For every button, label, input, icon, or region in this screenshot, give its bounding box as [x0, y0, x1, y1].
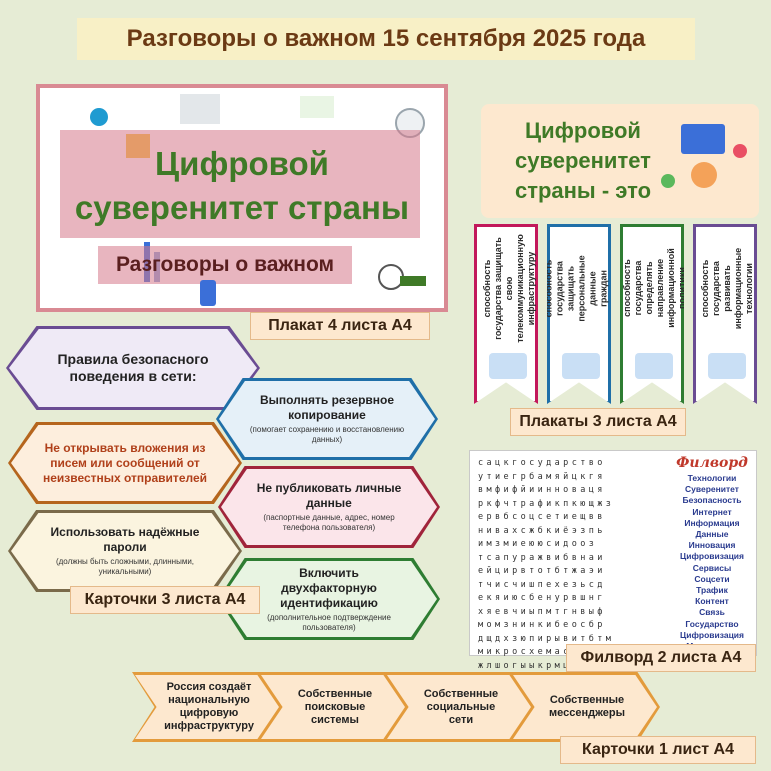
filword-word: Технологии: [687, 473, 737, 483]
filword-word: Информация: [684, 517, 740, 528]
poster-subheading: Разговоры о важном: [98, 246, 352, 284]
filword-word: Данные: [695, 529, 729, 540]
laptop-icon: [708, 353, 746, 379]
filword-row: екяиюсбенурвшнг: [478, 593, 606, 603]
filword-row: дщдхзюпирывитбтм: [478, 633, 615, 644]
rule-card-sub: (должны быть сложными, длинными, уникаль…: [55, 557, 195, 576]
filword-row: имзмиеююсидооз: [478, 539, 598, 549]
flags-size-label: Плакаты 3 листа А4: [510, 408, 686, 436]
filword-row: сацкгосударство: [478, 458, 606, 468]
filword-word: Цифровизация: [680, 551, 744, 562]
computer-icon: [562, 353, 600, 379]
filword-row: микросхемасвьва: [478, 647, 606, 657]
poster-preview: Цифровой суверенитет страны Разговоры о …: [36, 84, 448, 312]
rule-card-backup: Выполнять резервное копирование (помогае…: [219, 381, 435, 457]
poster-heading-line2: суверенитет страны: [74, 189, 410, 226]
filword-word: Инновация: [688, 540, 736, 551]
bottom-card-messengers: Собственные мессенджеры: [510, 672, 660, 742]
rules-size-label: Карточки 3 листа А4: [70, 586, 260, 614]
rule-card-personal-data: Не публиковать личные данные (паспортные…: [221, 469, 437, 545]
flag-telecom: способность государства защищать свою те…: [474, 224, 538, 404]
filword-row: ейцирвтотбтжаэи: [478, 566, 606, 576]
bottom-card-text: Россия создаёт национальную цифровую инф…: [135, 675, 279, 739]
filword-row: нивахсжбкиёэзпь: [478, 525, 606, 536]
filword-row: тсапуражвибвнаи: [478, 552, 606, 563]
flag-text: способность государства защищать персона…: [543, 254, 620, 322]
definition-line2: суверенитет: [515, 148, 651, 173]
rule-card-main: Не открывать вложения из писем или сообщ…: [42, 440, 208, 485]
rule-card-main: Выполнять резервное копирование: [259, 393, 395, 422]
filword-row: ервбсоцсетиещвв: [478, 512, 606, 522]
filword-sheet: сацкгосударство утиегрбамяйцкгя вмфифйиинн…: [469, 450, 757, 698]
phone-icon: [200, 280, 216, 306]
filword-word: Трафик: [696, 585, 728, 596]
definition-line3: страны - это: [514, 178, 652, 203]
battery-icon: [400, 276, 426, 286]
rule-card-passwords: Использовать надёжные пароли (должны быт…: [11, 513, 239, 589]
flag-info-policy: способность государства определять напра…: [620, 224, 684, 404]
filword-row: хяевчиыпмтгнвыф: [478, 606, 606, 617]
filword-row: утиегрбамяйцкгя: [478, 471, 606, 482]
bottom-card-text: Собственные поисковые системы: [261, 675, 405, 739]
filword-word: Безопасность: [682, 495, 742, 506]
filword-row: тчисчишпехезьсд: [478, 579, 606, 590]
flag-it-development: способность государства развивать информ…: [693, 224, 757, 404]
cloud-icon: [300, 96, 334, 118]
rule-card-sub: (помогает сохранению и восстановлению да…: [249, 425, 405, 444]
rule-card-main: Не публиковать личные данные: [256, 481, 402, 510]
filword-row: ркфчтрафикпкющжз: [478, 498, 615, 509]
filword-row: момзнинкибеосбр: [478, 620, 606, 630]
definition-line1: Цифровой: [525, 118, 641, 143]
filword-word: Государство: [685, 618, 739, 629]
bottom-size-label: Карточки 1 лист А4: [560, 736, 756, 764]
filword-row: вмфифйиинноваця: [478, 485, 606, 495]
poster-heading-band: [60, 130, 420, 238]
rule-card-sub: (дополнительное подтверждение пользовате…: [267, 612, 391, 632]
document-icon: [180, 94, 220, 124]
filword-word: Суверенитет: [685, 484, 739, 495]
filword-word: Интернет: [692, 506, 732, 517]
rule-card-sub: (паспортные данные, адрес, номер телефон…: [263, 513, 395, 532]
flag-text: способность государства определять напра…: [622, 248, 688, 328]
bottom-card-social: Собственные социальные сети: [384, 672, 534, 742]
flag-text: способность государства развивать информ…: [700, 247, 755, 329]
globe-icon: [489, 353, 527, 379]
clock-icon: [378, 264, 404, 290]
filword-title: Филворд: [676, 455, 748, 471]
bottom-card-search: Собственные поисковые системы: [258, 672, 408, 742]
filword-word: Сервисы: [692, 562, 732, 573]
bottom-card-infrastructure: Россия создаёт национальную цифровую инф…: [132, 672, 282, 742]
page-title: Разговоры о важном 15 сентября 2025 года: [77, 18, 695, 60]
filword-size-label: Филворд 2 листа А4: [566, 644, 756, 672]
filword-word: Контент: [695, 596, 729, 607]
rule-card-main: Включить двухфакторную идентификацию: [280, 565, 378, 610]
definition-text: Цифровой суверенитет страны - это: [503, 116, 663, 206]
poster-size-label: Плакат 4 листа А4: [250, 312, 430, 340]
filword-word: Цифровизация: [680, 629, 744, 640]
node-icon: [733, 144, 747, 158]
globe-icon: [635, 353, 673, 379]
rules-heading-text: Правила безопасного поведения в сети:: [57, 351, 209, 384]
node-icon: [661, 174, 675, 188]
network-icon: [691, 162, 717, 188]
bottom-card-text: Собственные мессенджеры: [513, 675, 657, 739]
flag-text: способность государства защищать свою те…: [481, 233, 536, 343]
bottom-card-text: Собственные социальные сети: [387, 675, 531, 739]
rules-heading: Правила безопасного поведения в сети:: [9, 329, 257, 407]
filword-row: жлшогыыкрмцвыщ: [478, 660, 598, 671]
filword-word: Связь: [699, 607, 725, 618]
monitor-icon: [681, 124, 725, 154]
rule-card-attachments: Не открывать вложения из писем или сообщ…: [11, 425, 239, 501]
definition-box: Цифровой суверенитет страны - это: [481, 104, 759, 218]
flag-personal-data: способность государства защищать персона…: [547, 224, 611, 404]
rule-card-main: Использовать надёжные пароли: [50, 525, 200, 554]
filword-word: Соцсети: [694, 573, 730, 584]
poster-heading-line1: Цифровой: [155, 145, 329, 182]
power-icon: [90, 108, 108, 126]
